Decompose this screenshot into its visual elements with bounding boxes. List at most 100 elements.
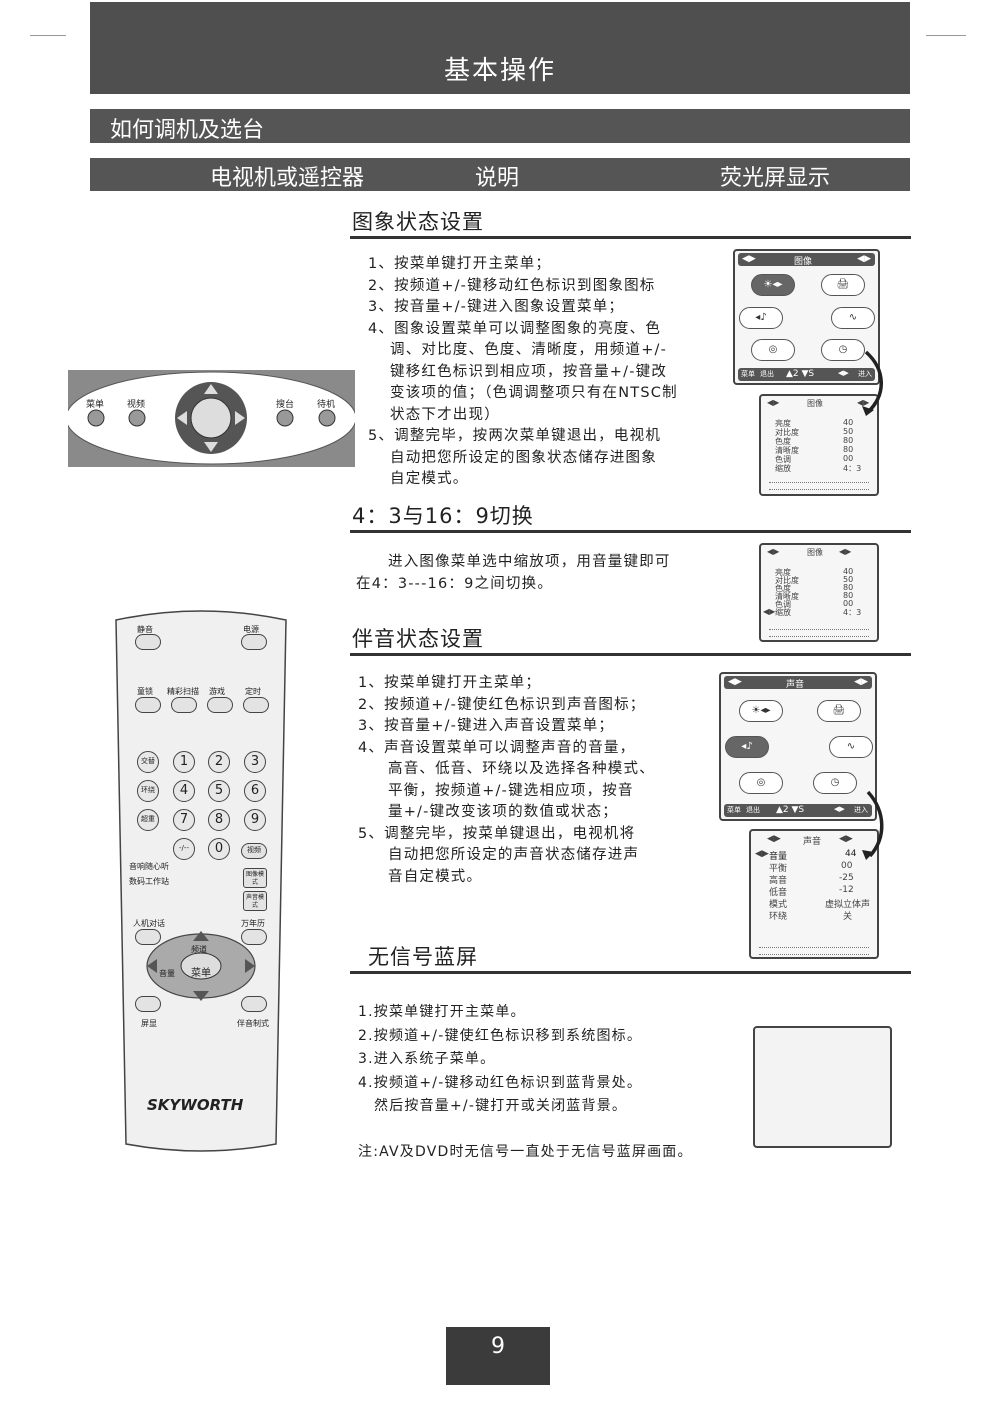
remote-channel-label: 频道 [191, 945, 207, 954]
digit-7-button[interactable]: 7 [173, 809, 195, 831]
remote-mute-label: 静音 [137, 625, 153, 634]
av-button[interactable]: 视频 [241, 843, 267, 859]
osd-footer-dots [769, 629, 869, 637]
dash-button[interactable]: -/-- [173, 838, 195, 860]
osd-row-label: 模式 [769, 900, 788, 910]
sound-arrow-icon [862, 790, 884, 860]
page-title: 基本操作 [443, 56, 556, 86]
osd-title-bar: ◀▶ 声音 ◀▶ [724, 676, 872, 690]
power-button[interactable] [241, 634, 267, 650]
panel-search-label: 搜台 [276, 400, 295, 410]
osd-row-label: 平衡 [769, 864, 788, 874]
super-bass-button[interactable]: 超重 [137, 809, 159, 831]
osd-footer-dots [759, 947, 869, 955]
osd-row-value: 40 [843, 567, 854, 576]
remote-game-label: 游戏 [209, 687, 225, 696]
display-button[interactable] [135, 996, 161, 1012]
sound-system-button[interactable] [241, 996, 267, 1012]
list-item: 自定模式。 [390, 471, 469, 487]
crop-mark-right [926, 35, 966, 36]
remote-dialog-label: 人机对话 [133, 919, 165, 928]
sound-mode-button[interactable]: 声音模式 [243, 891, 267, 911]
sound-icon: 🖨 [821, 274, 865, 296]
picture-arrow-icon [862, 350, 883, 416]
osd-list-title: 声音 [803, 837, 822, 847]
osd-row-label: 缩放 [775, 608, 791, 617]
osd-title: 声音 [786, 680, 805, 690]
digit-4-button[interactable]: 4 [173, 780, 195, 802]
osd-row-label: 低音 [769, 888, 788, 898]
list-item: 键移红色标识到相应项，按音量+/-键改 [390, 363, 668, 380]
osd-row-label: 缩放 [775, 464, 791, 473]
list-item: 平衡，按频道+/-键选相应项，按音 [388, 782, 634, 799]
digit-6-button[interactable]: 6 [244, 780, 266, 802]
speaker-icon: ◂♪ [739, 307, 783, 329]
osd-list-title: 图像 [807, 399, 823, 408]
picture-mode-button[interactable]: 图像模式 [243, 868, 267, 888]
game-button[interactable] [207, 697, 233, 713]
picture-icon: ☀◂▸ [739, 700, 783, 722]
digit-1-button[interactable]: 1 [173, 751, 195, 773]
osd-row-value: 80 [843, 445, 854, 454]
osd-list-title: 图像 [807, 548, 823, 557]
aspect-section-rule [350, 530, 911, 533]
osd-list-header: ◀▶ [839, 547, 852, 556]
swap-button[interactable]: 交替 [137, 751, 159, 773]
sound-osd-main-menu: ◀▶ 声音 ◀▶ ☀◂▸ 🖨 ◂♪ ∿ ◎ ◷ 菜单 退出 ▲2 ▼S ◀▶ 进… [719, 672, 877, 821]
osd-row-label: 色调 [775, 455, 791, 464]
picture-osd-list: ◀▶ 图像 ◀▶ 亮度 40 对比度 50 色度 80 清晰度 80 色调 00… [759, 394, 879, 496]
list-item: 量+/-键改变该项的数值或状态； [388, 804, 618, 820]
dialog-button[interactable] [135, 929, 161, 945]
crop-mark-left [30, 35, 66, 36]
osd-footer-dots [769, 482, 869, 490]
clock-icon: ◷ [813, 772, 857, 794]
remote-sound-listen-label: 音响随心听 [129, 862, 169, 871]
digit-9-button[interactable]: 9 [244, 809, 266, 831]
osd-exit: 退出 [746, 806, 760, 814]
remote-display-label: 屏显 [141, 1019, 157, 1028]
surround-button[interactable]: 环绕 [137, 780, 159, 802]
left-right-icon: ◀▶ [838, 369, 849, 377]
globe-icon: ◎ [739, 772, 783, 794]
mute-button[interactable] [135, 634, 161, 650]
scan-button[interactable] [171, 697, 197, 713]
list-item: 高音、低音、环绕以及选择各种模式、 [388, 761, 655, 777]
left-right-icon: ◀▶ [854, 677, 868, 687]
remote-calendar-label: 万年历 [241, 919, 265, 928]
osd-row-value: -12 [839, 885, 854, 895]
child-lock-button[interactable] [135, 697, 161, 713]
osd-row-value: 00 [843, 599, 854, 608]
osd-row-value: 关 [843, 912, 853, 922]
osd-row-label: 清晰度 [775, 592, 799, 601]
column-header-screen: 荧光屏显示 [720, 166, 831, 191]
list-item: 5、调整完毕，按两次菜单键退出，电视机 [368, 428, 662, 444]
calendar-button[interactable] [241, 929, 267, 945]
osd-row-label: 清晰度 [775, 446, 799, 455]
list-item: 音自定模式。 [388, 868, 483, 885]
list-item: 1.按菜单键打开主菜单。 [358, 1004, 526, 1020]
blue-screen-display [753, 1026, 892, 1148]
remote-menu-label: 菜单 [191, 968, 211, 979]
left-right-icon: ◀▶ [742, 254, 756, 264]
digit-2-button[interactable]: 2 [208, 751, 230, 773]
list-item: 然后按音量+/-键打开或关闭蓝背景。 [374, 1098, 628, 1114]
list-item: 3、按音量+/-键进入声音设置菜单； [358, 718, 615, 734]
sound-section-rule [350, 653, 911, 656]
panel-menu-label: 菜单 [86, 400, 105, 410]
osd-row-value: 80 [843, 591, 854, 600]
list-item: 变该项的值；（色调调整项只有在NTSC制 [390, 385, 678, 401]
digit-5-button[interactable]: 5 [208, 780, 230, 802]
digit-0-button[interactable]: 0 [208, 838, 230, 860]
digit-8-button[interactable]: 8 [208, 809, 230, 831]
timer-button[interactable] [243, 697, 269, 713]
list-item: 1、按菜单键打开主菜单； [358, 675, 542, 691]
page-number: 9 [446, 1327, 550, 1385]
column-header-band: 电视机或遥控器 说明 荧光屏显示 [90, 158, 910, 191]
list-item: 4.按频道+/-键移动红色标识到蓝背景处。 [358, 1074, 643, 1091]
list-item: 自动把您所设定的图象状态储存进图象 [390, 449, 657, 466]
digit-3-button[interactable]: 3 [244, 751, 266, 773]
remote-timer-label: 定时 [245, 687, 261, 696]
left-right-icon: ◀▶ [857, 254, 871, 264]
osd-row-value: 虚拟立体声 [825, 900, 871, 910]
sound-osd-list: ◀▶ 声音 ◀▶ ◀▶ 音量 44 平衡 00 高音 -25 低音 -12 模式… [749, 829, 879, 959]
